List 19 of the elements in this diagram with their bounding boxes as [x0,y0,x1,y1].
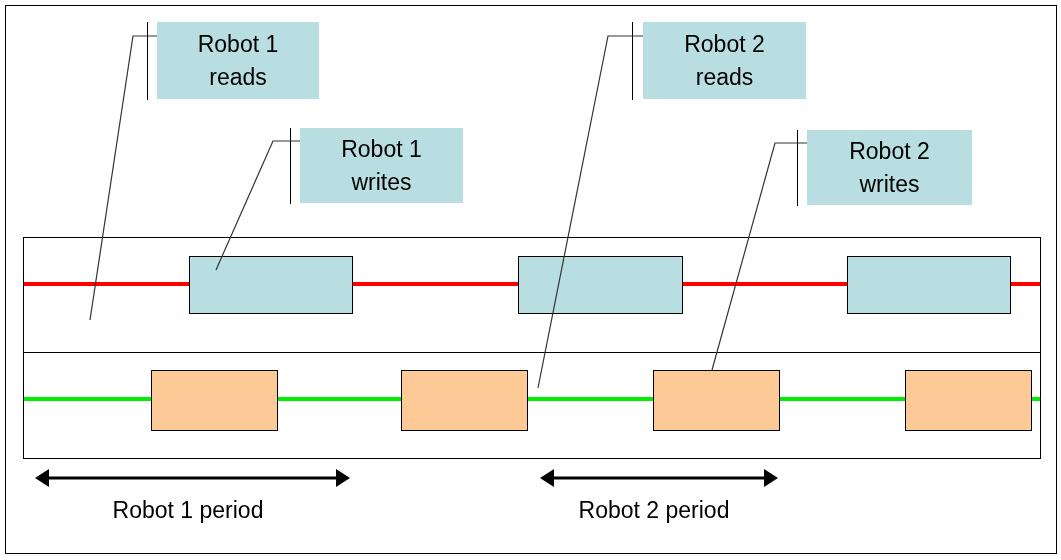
period-label: Robot 1 period [112,497,264,524]
time-block [401,370,528,431]
time-block [653,370,780,431]
timeline-band [23,237,1041,353]
callout-box: Robot 1 reads [157,22,319,99]
timeline-band [23,352,1041,459]
time-block [905,370,1032,431]
callout-box: Robot 2 writes [807,130,972,205]
time-block [189,256,353,314]
leader-line [711,142,808,371]
time-block [847,256,1011,314]
time-block [151,370,278,431]
leader-line [89,35,158,321]
callout-box: Robot 1 writes [300,128,463,203]
leader-line [537,35,644,389]
leader-line [215,140,301,271]
callout-box: Robot 2 reads [643,22,806,99]
time-block [518,256,683,314]
period-label: Robot 2 period [578,497,730,524]
